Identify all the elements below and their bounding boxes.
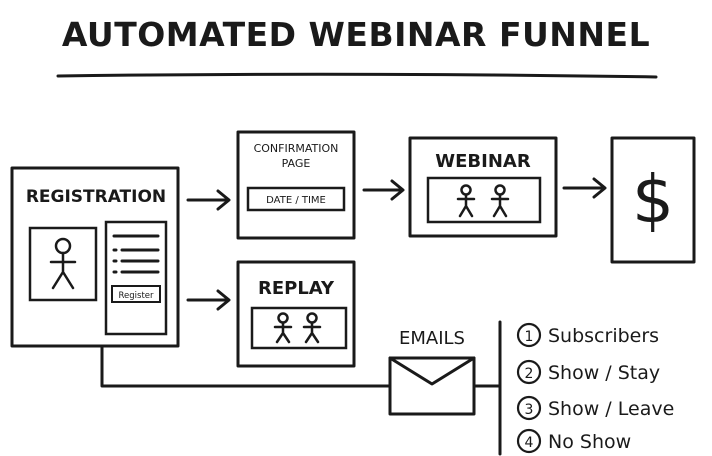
- sale-box: [610, 136, 696, 264]
- segment-number-circle: [516, 395, 542, 421]
- arrow-to-confirmation: [186, 189, 231, 211]
- confirmation-label-line1: CONFIRMATION: [254, 142, 339, 155]
- replay-label: REPLAY: [258, 278, 335, 299]
- registration-to-emails-connector: [100, 344, 392, 388]
- title-underline: [56, 72, 658, 79]
- segment-label: Show / Stay: [548, 362, 660, 384]
- segment-number-circle: [516, 428, 542, 454]
- confirmation-label-line2: PAGE: [282, 157, 311, 170]
- segment-label: No Show: [548, 431, 631, 453]
- replay-node: REPLAY: [236, 260, 356, 368]
- segment-number-circle: [516, 322, 542, 348]
- segment-number: 4: [525, 435, 534, 451]
- segment-number: 2: [525, 366, 534, 382]
- date-time-field: [246, 186, 346, 212]
- flow-arrows: [186, 177, 607, 311]
- date-time-label: DATE / TIME: [266, 195, 326, 206]
- replay-viewers-icon: [273, 312, 322, 344]
- register-button: [111, 285, 161, 303]
- arrow-to-replay: [186, 289, 231, 311]
- segment-number: 3: [525, 402, 534, 418]
- form-lines-icon: [112, 234, 160, 274]
- confirmation-box: [236, 130, 356, 240]
- segment-number: 1: [525, 329, 534, 345]
- segment-label: Show / Leave: [548, 398, 674, 420]
- arrow-to-webinar: [362, 179, 405, 201]
- segment-item: 4 No Show: [516, 428, 631, 454]
- diagram-title: AUTOMATED WEBINAR FUNNEL: [62, 15, 650, 54]
- envelope-flap: [388, 356, 476, 386]
- emails-node: EMAILS: [388, 328, 476, 416]
- email-segments-list: 1 Subscribers 2 Show / Stay 3 Show / Lea…: [516, 322, 674, 454]
- webinar-label: WEBINAR: [435, 151, 531, 172]
- webinar-node: WEBINAR: [408, 136, 558, 238]
- register-button-label: Register: [119, 291, 155, 301]
- webinar-attendees-icon: [456, 184, 510, 218]
- registration-node: REGISTRATION Register: [10, 166, 180, 348]
- segment-number-circle: [516, 359, 542, 385]
- registration-label: REGISTRATION: [26, 187, 166, 207]
- dollar-sign: $: [632, 161, 674, 238]
- segment-item: 2 Show / Stay: [516, 359, 660, 385]
- registration-form-panel: [104, 220, 168, 336]
- confirmation-node: CONFIRMATION PAGE DATE / TIME: [236, 130, 356, 240]
- segment-label: Subscribers: [548, 325, 659, 347]
- sale-node: $: [610, 136, 696, 264]
- segment-item: 3 Show / Leave: [516, 395, 674, 421]
- emails-label: EMAILS: [399, 328, 465, 349]
- person-icon: [49, 237, 77, 290]
- arrow-to-sale: [562, 177, 607, 199]
- webinar-screen: [426, 176, 542, 224]
- segment-item: 1 Subscribers: [516, 322, 659, 348]
- replay-screen: [250, 306, 348, 350]
